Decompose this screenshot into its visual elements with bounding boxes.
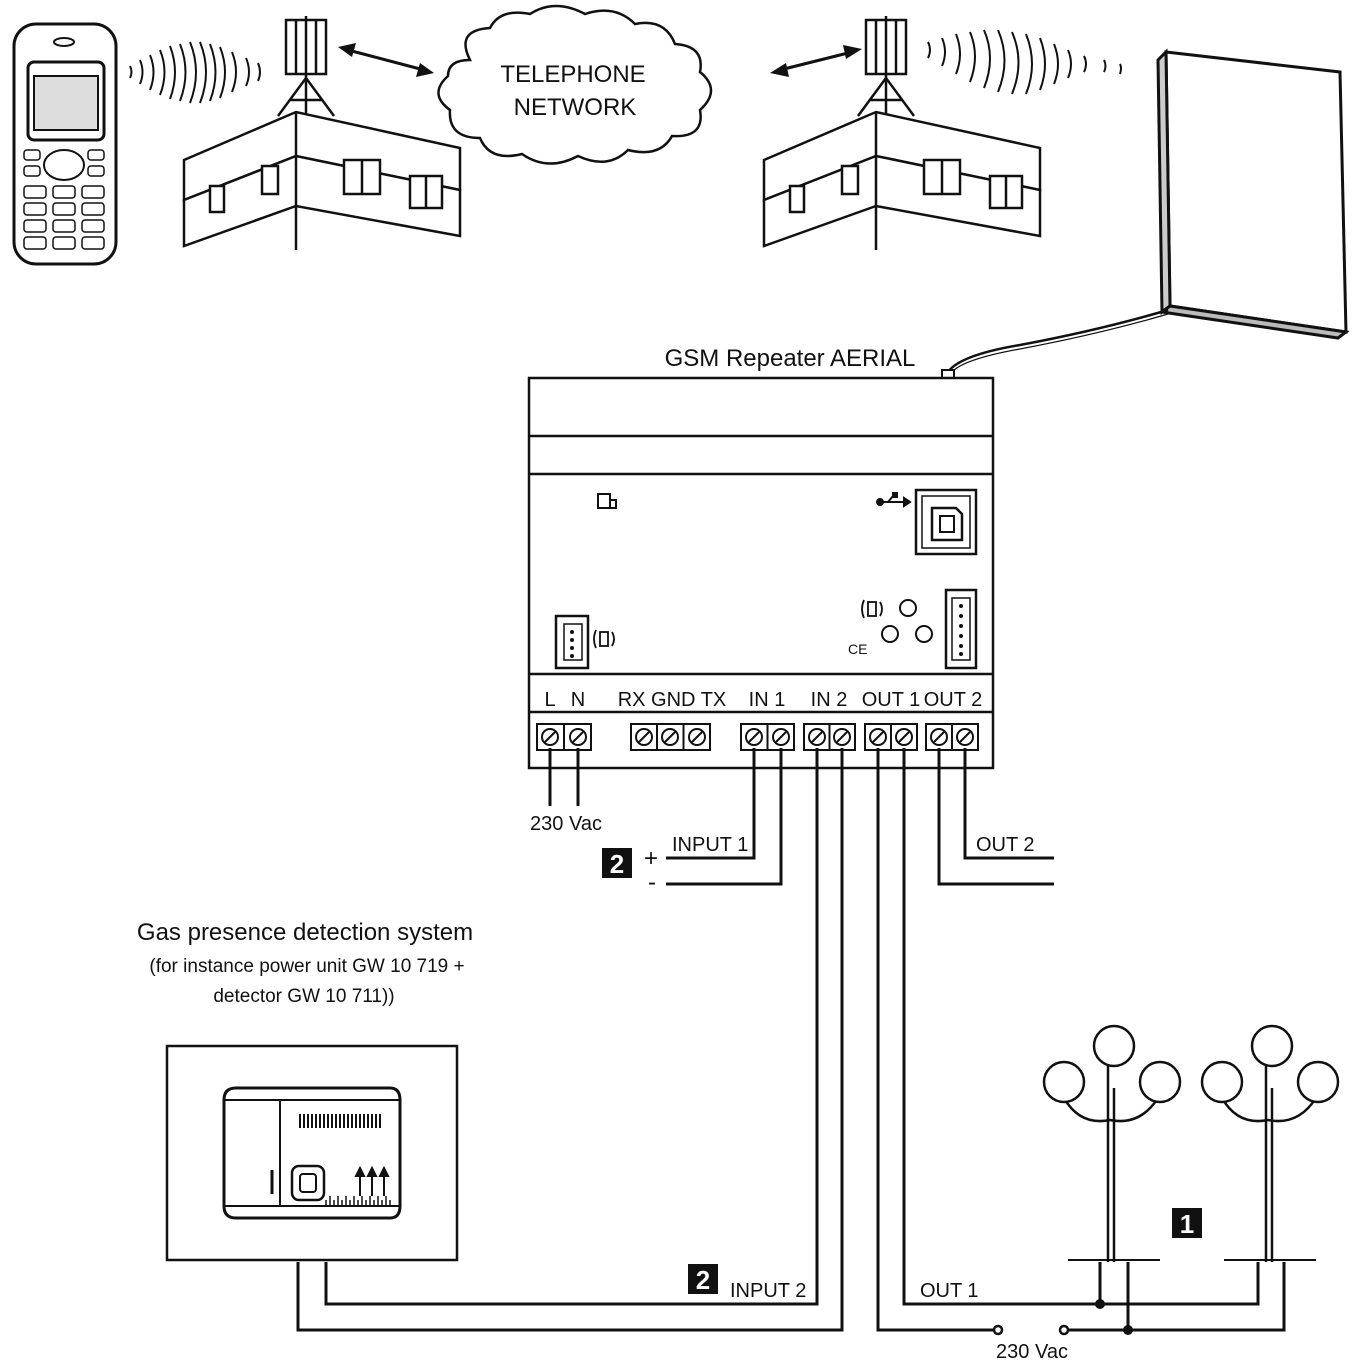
input2-label: INPUT 2 xyxy=(730,1280,806,1302)
lamp-supply-label: 230 Vac xyxy=(996,1341,1068,1363)
wire-input2-a xyxy=(324,748,819,1306)
usb-symbol-icon xyxy=(876,492,912,508)
led-left xyxy=(881,625,899,643)
aerial-label: GSM Repeater AERIAL xyxy=(665,345,916,372)
supply-terminal-left xyxy=(992,1324,1004,1336)
cloud-label-line2: NETWORK xyxy=(514,94,637,121)
aerial-cable xyxy=(946,308,1169,373)
junction-1 xyxy=(1095,1299,1105,1309)
wire-out2-a xyxy=(963,748,1054,860)
usb-port[interactable] xyxy=(914,488,978,556)
sim-card-icon xyxy=(597,493,617,509)
wire-out2-b xyxy=(937,748,1054,886)
marker-2-bottom xyxy=(688,1264,718,1294)
wire-input1-plus xyxy=(666,748,756,860)
wire-input1-minus xyxy=(666,748,783,886)
right-antenna-tower-icon xyxy=(856,16,916,117)
marker-2-top xyxy=(602,848,632,878)
gsm-aerial-panel-icon xyxy=(1156,48,1350,340)
terminal-block xyxy=(536,723,979,751)
telephone-network-cloud-icon xyxy=(437,4,713,165)
street-lamp-right-icon xyxy=(1200,1024,1340,1262)
terminal-label-out1: OUT 1 xyxy=(862,689,921,711)
gas-system-note-line2: detector GW 10 711)) xyxy=(213,986,394,1007)
radio-waves-left-icon xyxy=(129,41,261,104)
ce-mark: CE xyxy=(848,641,867,657)
input1-plus-sign: + xyxy=(644,845,658,872)
wire-input2-b xyxy=(296,748,844,1332)
led-right xyxy=(915,625,933,643)
wire-out1-a xyxy=(902,748,1100,1306)
gas-detector-unit xyxy=(165,1044,459,1262)
terminal-label-n: N xyxy=(571,689,585,711)
radio-icon-right xyxy=(861,599,883,619)
gas-system-title: Gas presence detection system xyxy=(137,919,473,946)
wire-lamp-supply xyxy=(1068,1262,1286,1332)
terminal-label-in1: IN 1 xyxy=(749,689,786,711)
terminal-label-in2: IN 2 xyxy=(811,689,848,711)
mobile-phone-icon xyxy=(12,22,118,266)
terminal-label-l: L xyxy=(544,689,555,711)
radio-waves-right-icon xyxy=(927,29,1122,95)
out1-label: OUT 1 xyxy=(920,1280,979,1302)
supply-terminal-right xyxy=(1058,1324,1070,1336)
radio-icon-left xyxy=(593,629,615,649)
junction-2 xyxy=(1123,1325,1133,1335)
left-antenna-tower-icon xyxy=(276,16,336,117)
supply-label: 230 Vac xyxy=(530,813,602,835)
wire-out1-b xyxy=(876,748,996,1332)
input1-minus-sign: - xyxy=(648,869,656,896)
left-network-arrow xyxy=(338,43,434,77)
terminal-label-out2: OUT 2 xyxy=(924,689,983,711)
left-connector[interactable] xyxy=(554,614,590,670)
out2-label: OUT 2 xyxy=(976,834,1035,856)
led-top xyxy=(899,599,917,617)
terminal-label-serial: RX GND TX xyxy=(618,689,727,711)
right-building-icon xyxy=(762,110,1042,250)
cloud-label-line1: TELEPHONE xyxy=(500,61,645,88)
right-connector[interactable] xyxy=(944,588,978,670)
marker-2-bottom-label: 2 xyxy=(696,1265,710,1295)
wire-lamp-out1 xyxy=(1100,1262,1260,1306)
marker-1 xyxy=(1172,1208,1202,1238)
right-network-arrow xyxy=(770,45,862,77)
marker-1-label: 1 xyxy=(1180,1209,1194,1239)
gsm-device-body xyxy=(527,376,995,770)
input1-label: INPUT 1 xyxy=(672,834,748,856)
gas-system-note-line1: (for instance power unit GW 10 719 + xyxy=(149,956,464,977)
marker-2-top-label: 2 xyxy=(610,849,624,879)
street-lamp-left-icon xyxy=(1042,1024,1182,1262)
left-building-icon xyxy=(182,110,462,250)
